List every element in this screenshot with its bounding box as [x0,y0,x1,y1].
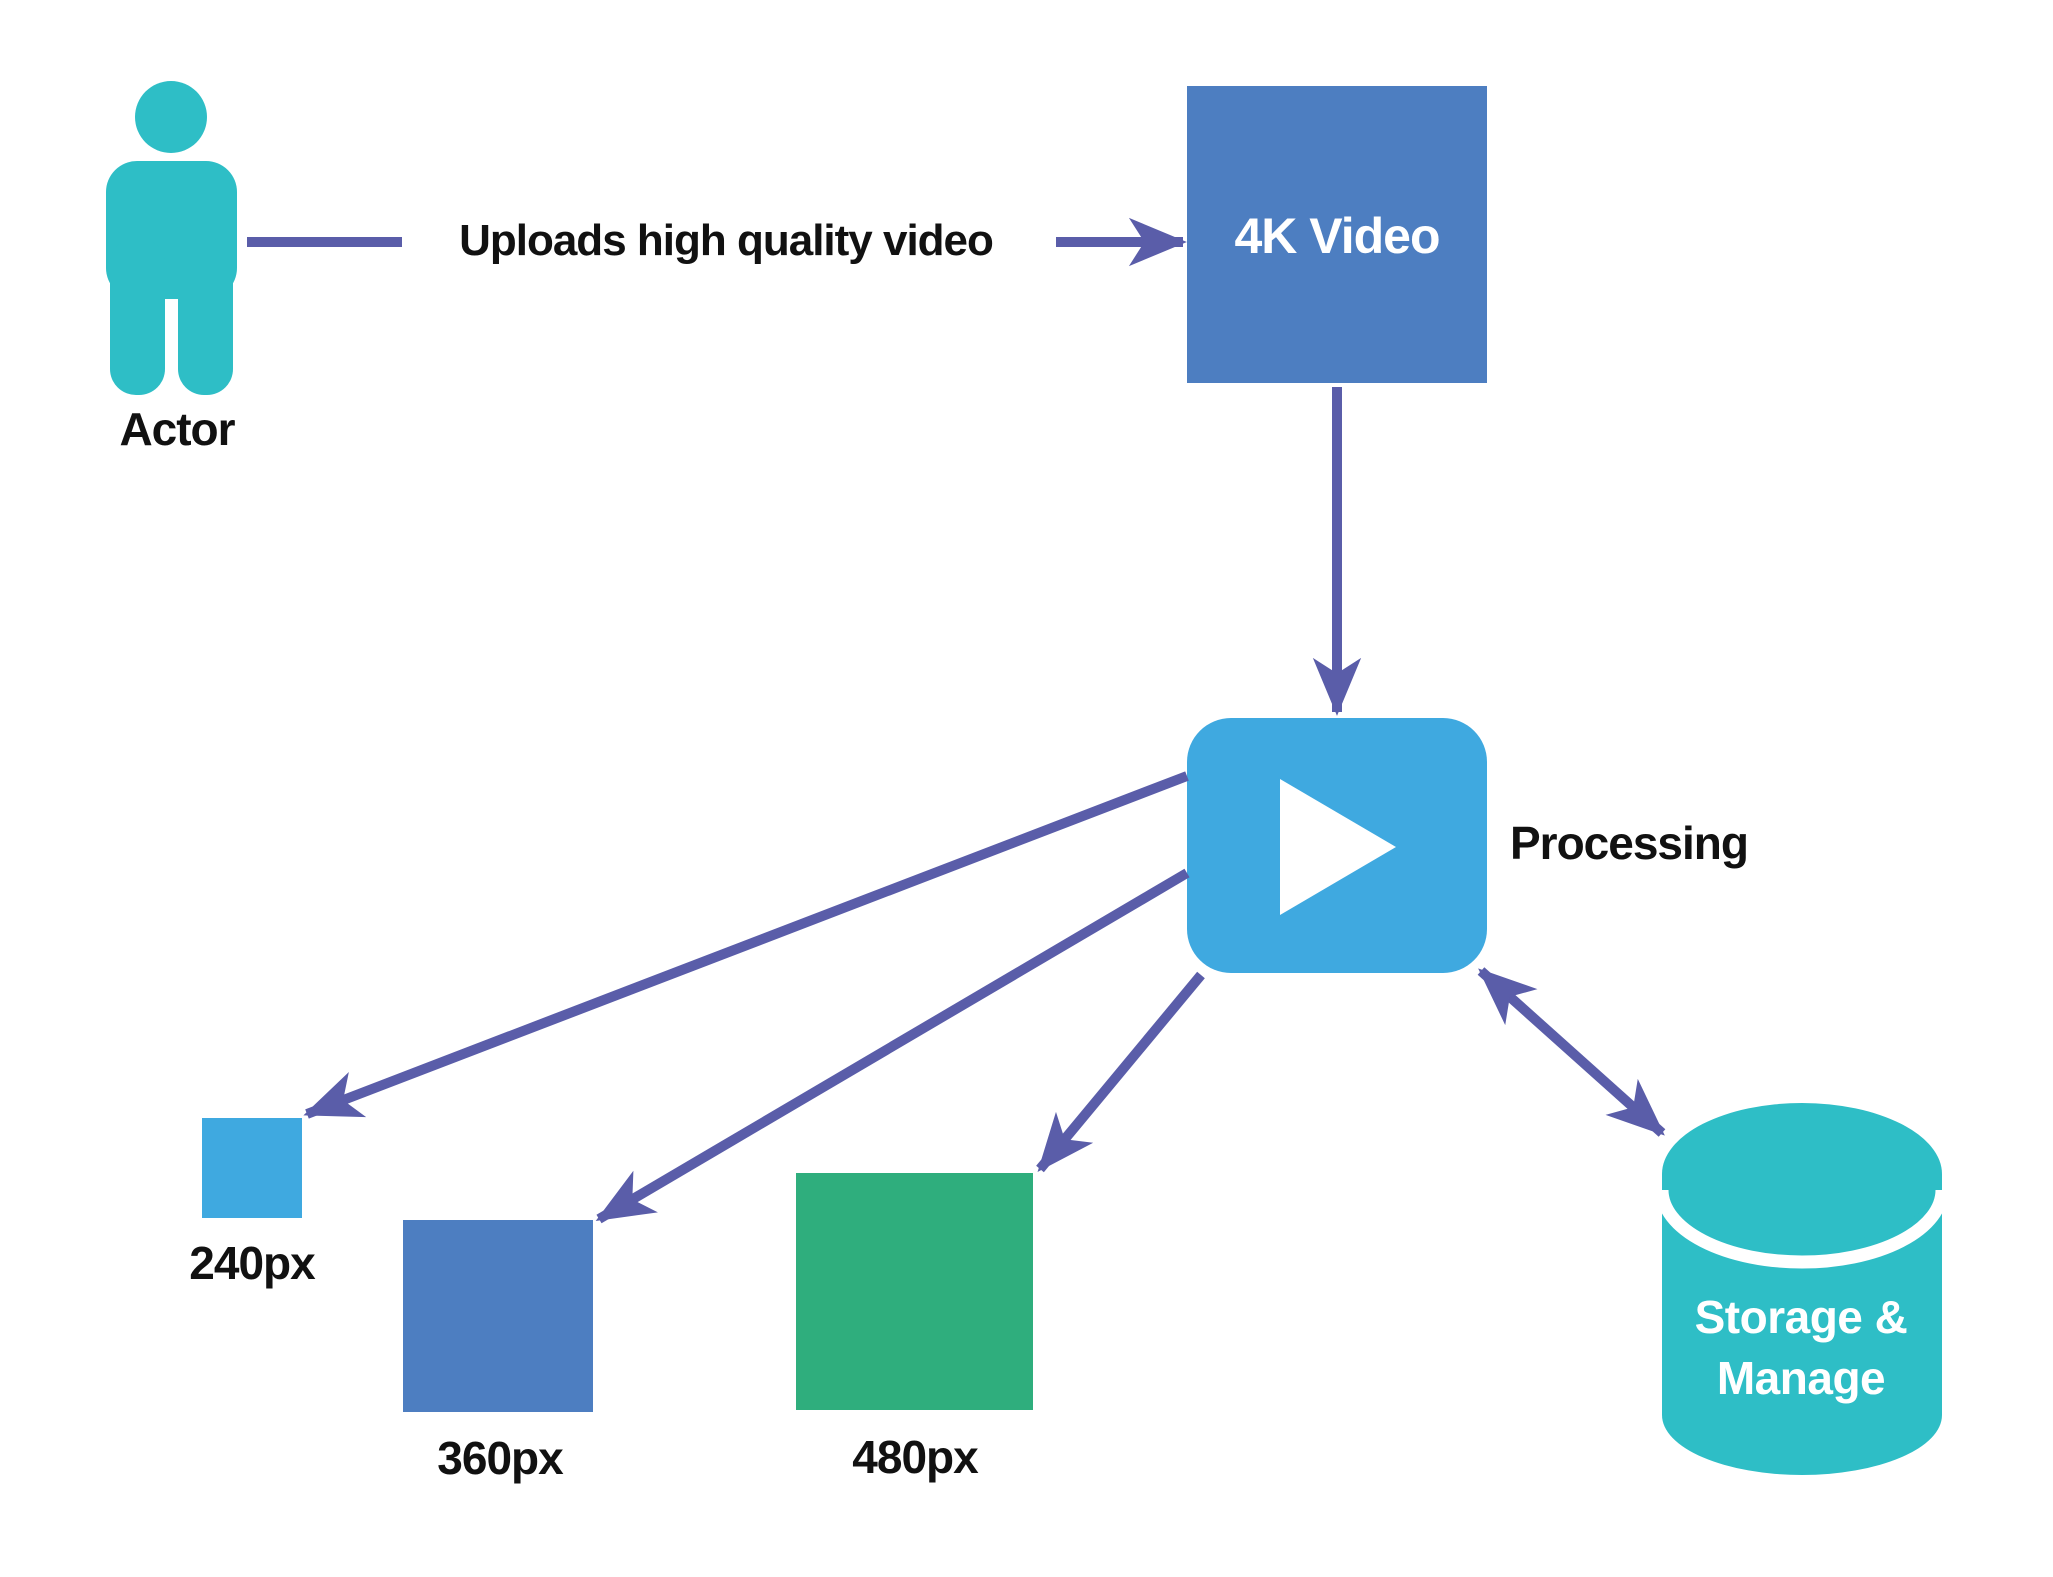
node-240px-label: 240px [189,1237,315,1289]
node-4k-video-label: 4K Video [1234,208,1440,264]
node-processing-label: Processing [1510,817,1749,869]
storage-label: Storage & Manage [1695,1287,1908,1409]
actor-label: Actor [119,403,235,455]
processing-to-360-arrow [595,868,1190,1224]
processing-to-480-arrow [1036,971,1205,1173]
upload-edge-label: Uploads high quality video [459,216,994,265]
storage-label-line1: Storage & [1694,1291,1908,1343]
storage-label-line2: Manage [1716,1352,1886,1404]
processing-to-240-arrow [303,771,1189,1119]
node-360px [403,1220,593,1412]
node-processing [1187,718,1487,973]
node-360px-label: 360px [437,1432,563,1484]
person-icon [106,81,237,395]
node-4k-video [1187,86,1487,383]
processing-storage-double-arrow [1477,967,1666,1137]
node-480px-label: 480px [852,1431,978,1483]
node-240px [202,1118,302,1218]
node-480px [796,1173,1033,1410]
